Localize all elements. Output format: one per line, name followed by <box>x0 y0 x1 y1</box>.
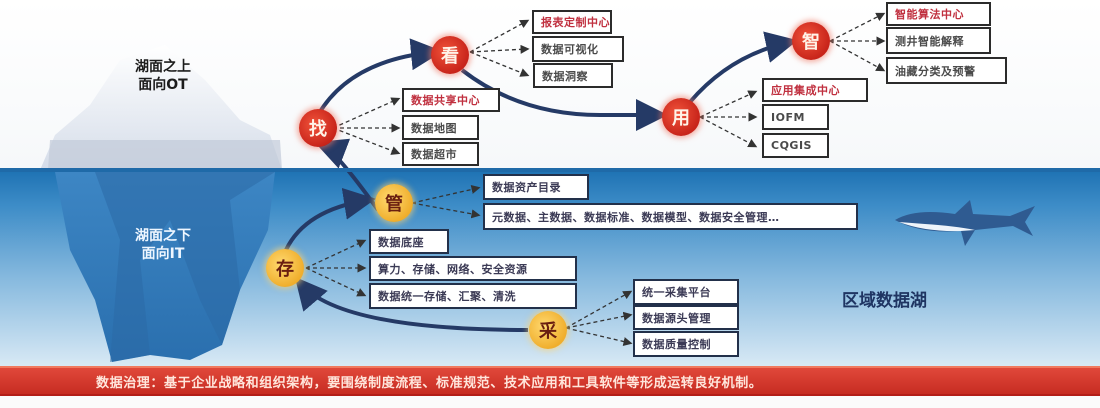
flow-arrows <box>284 31 798 332</box>
governance-banner: 数据治理：基于企业战略和组织架构，要围绕制度流程、标准规范、技术应用和工具软件等… <box>0 366 1100 396</box>
box-smart-algorithm-center: 智能算法中心 <box>886 2 991 26</box>
box-unified-storage: 数据统一存储、汇聚、清洗 <box>369 283 577 309</box>
node-use: 用 <box>662 98 700 136</box>
water-line <box>0 168 1100 172</box>
node-collect: 采 <box>529 311 567 349</box>
box-cqgis: CQGIS <box>762 133 829 158</box>
iceberg-below-label: 湖面之下 面向IT <box>118 227 208 263</box>
iceberg-above-label: 湖面之上 面向OT <box>118 58 208 94</box>
box-data-source-management: 数据源头管理 <box>633 305 739 330</box>
box-iofm: IOFM <box>762 104 829 130</box>
below-line-1: 湖面之下 <box>135 228 191 244</box>
iceberg-icon <box>40 45 282 362</box>
box-data-market: 数据超市 <box>402 142 479 166</box>
above-line-1: 湖面之上 <box>135 59 191 75</box>
box-report-center: 报表定制中心 <box>532 10 612 34</box>
box-data-asset-catalog: 数据资产目录 <box>483 174 589 200</box>
box-data-foundation: 数据底座 <box>369 229 449 254</box>
branch-arrows <box>305 12 886 346</box>
box-app-integration-center: 应用集成中心 <box>762 78 868 102</box>
node-manage: 管 <box>375 184 413 222</box>
shark-icon <box>895 200 1035 246</box>
node-look: 看 <box>431 36 469 74</box>
box-data-map: 数据地图 <box>402 115 479 140</box>
box-compute-resources: 算力、存储、网络、安全资源 <box>369 256 577 281</box>
below-line-2: 面向IT <box>141 246 185 262</box>
node-find: 找 <box>299 109 337 147</box>
above-line-2: 面向OT <box>138 77 188 93</box>
node-smart: 智 <box>792 22 830 60</box>
box-metadata-management: 元数据、主数据、数据标准、数据模型、数据安全管理… <box>483 203 858 230</box>
box-data-visualization: 数据可视化 <box>532 36 624 62</box>
box-data-share-center: 数据共享中心 <box>402 88 500 112</box>
box-well-logging-interpretation: 测井智能解释 <box>886 27 991 54</box>
node-store: 存 <box>266 249 304 287</box>
box-data-insight: 数据洞察 <box>533 63 613 88</box>
lake-label: 区域数据湖 <box>842 291 927 311</box>
box-data-quality-control: 数据质量控制 <box>633 331 739 357</box>
box-reservoir-classification: 油藏分类及预警 <box>886 57 1007 84</box>
box-unified-collection-platform: 统一采集平台 <box>633 279 739 305</box>
bottom-strip <box>0 396 1100 408</box>
